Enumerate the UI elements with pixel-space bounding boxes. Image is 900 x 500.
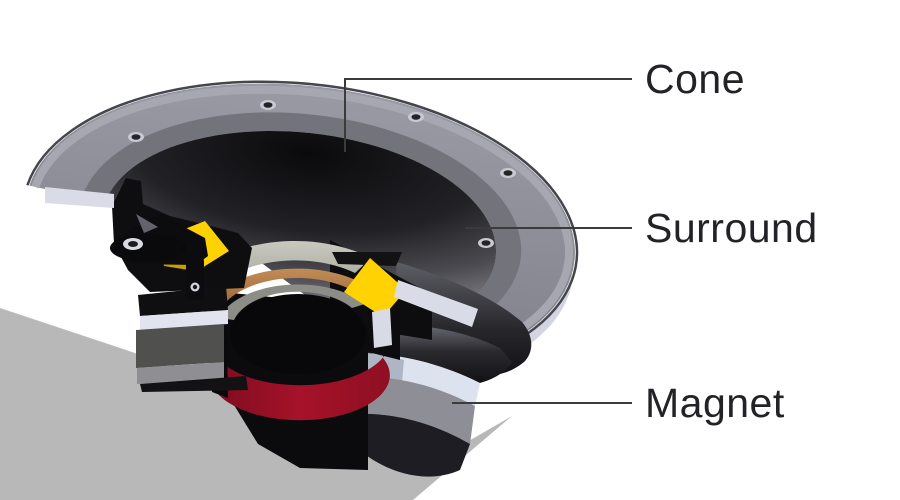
leader-lines	[344, 78, 632, 404]
pole-gray-band	[219, 284, 365, 320]
frame-arm-shade	[136, 214, 158, 233]
flange-cut-face-right	[394, 280, 478, 327]
label-magnet: Magnet	[645, 380, 785, 426]
magnet-bottom-plate	[353, 413, 470, 477]
magnet-cut-face-left	[136, 286, 248, 392]
flange-side-edge	[522, 273, 573, 349]
frame-leg-cut-face	[372, 308, 392, 348]
flange-outer-bevel	[31, 85, 573, 333]
flange-outer-edge-line	[26, 80, 579, 336]
spider-wedge-right	[332, 252, 406, 317]
flange-cut-face-left	[45, 187, 114, 208]
center-pole-hole	[230, 294, 366, 374]
terminal-lug	[186, 256, 204, 300]
leader-line-cone	[344, 78, 632, 152]
cone-cut-edge-strip	[332, 252, 402, 266]
voice-coil-copper	[205, 268, 369, 310]
label-cone: Cone	[645, 56, 746, 102]
terminal-disc-hole	[128, 241, 138, 247]
frame-arm-terminal	[110, 214, 208, 300]
mounting-holes	[128, 100, 516, 248]
terminal-disc	[110, 234, 186, 262]
label-surround: Surround	[645, 205, 818, 251]
terminal-lug-hole	[192, 284, 198, 290]
magnet-red-ring	[209, 316, 390, 421]
